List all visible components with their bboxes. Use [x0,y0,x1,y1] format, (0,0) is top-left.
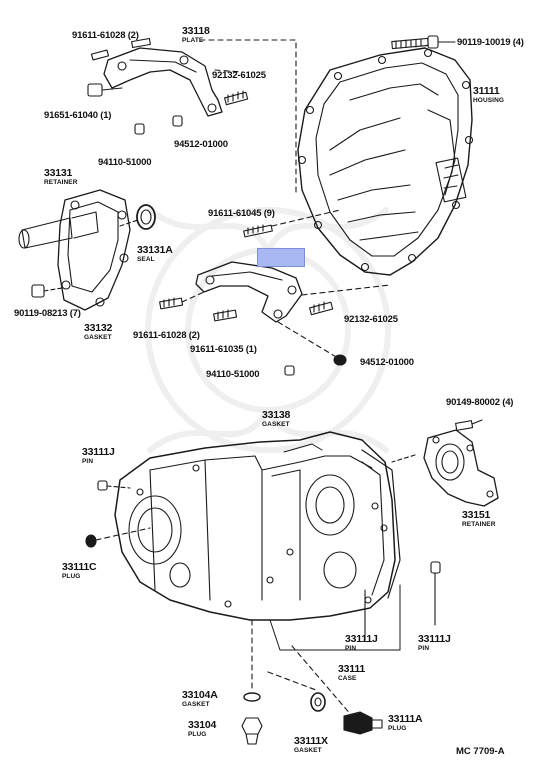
part-number-33104a: 33104A [182,689,218,701]
part-group-31111[interactable]: 31111 HOUSING [473,85,505,105]
part-number-33111j-mid: 33111J [345,633,378,645]
part-number-33131: 33131 [44,167,73,179]
part-number-33132: 33132 [84,322,113,334]
part-number-33111a: 33111A [388,713,423,725]
part-group-33104[interactable]: 33104 PLUG [188,719,217,739]
part-name-pin-right: PIN [418,645,430,653]
part-label-90149-80002[interactable]: 90149-80002 (4) [446,397,514,408]
part-name-gasket-33104a: GASKET [182,701,210,709]
part-label-94512-01000-top[interactable]: 94512-01000 [174,139,228,150]
part-group-33111j-mid[interactable]: 33111J PIN [345,633,378,653]
part-group-33111j-left[interactable]: 33111J PIN [82,446,115,466]
part-number-33111: 33111 [338,663,366,675]
part-label-92132-61025-top[interactable]: 92132-61025 [212,70,266,81]
part-name-gasket-33138: GASKET [262,421,290,429]
part-number-33111x: 33111X [294,735,328,747]
part-group-33111a[interactable]: 33111A PLUG [388,713,423,733]
bolt-90119-10019 [391,35,456,50]
part-group-33111c[interactable]: 33111C PLUG [62,561,97,581]
plate-33118-drawing [87,37,297,196]
part-group-33111x[interactable]: 33111X GASKET [294,735,328,755]
part-name-pin-mid: PIN [345,645,357,653]
part-name-housing: HOUSING [473,97,505,105]
part-number-33118: 33118 [182,25,210,37]
part-group-33111-case[interactable]: 33111 CASE [338,663,366,683]
part-name-case: CASE [338,675,357,683]
part-label-91611-61045[interactable]: 91611-61045 (9) [208,208,275,219]
part-group-33131[interactable]: 33131 RETAINER [44,167,78,187]
clutch-housing-drawing [297,47,474,276]
part-name-plug-33111c: PLUG [62,573,81,581]
part-label-91651-61040[interactable]: 91651-61040 (1) [44,110,112,121]
retainer-33131-drawing [18,189,156,311]
part-label-94110-51000-top[interactable]: 94110-51000 [98,157,152,168]
part-number-33131a: 33131A [137,244,173,256]
part-group-33132[interactable]: 33132 GASKET [84,322,113,342]
part-name-pin-left: PIN [82,458,94,466]
part-number-33138: 33138 [262,409,291,421]
part-name-retainer-right: RETAINER [462,521,496,529]
part-number-33104: 33104 [188,719,217,731]
transmission-case-drawing [85,431,441,651]
part-label-91611-61028-mid[interactable]: 91611-61028 (2) [133,330,200,341]
part-name-plug-33104: PLUG [188,731,207,739]
part-name-plug-33111a: PLUG [388,725,407,733]
part-name-gasket-33132: GASKET [84,334,112,342]
part-group-33111j-right[interactable]: 33111J PIN [418,633,451,653]
part-group-33131a[interactable]: 33131A SEAL [137,244,173,264]
part-group-33138[interactable]: 33138 GASKET [262,409,291,429]
part-name-retainer-left: RETAINER [44,179,78,187]
bottom-parts-drawing [241,619,383,745]
part-name-seal: SEAL [137,256,155,264]
part-group-33118[interactable]: 33118 PLATE [182,25,210,45]
part-label-91611-61028-top[interactable]: 91611-61028 (2) [72,30,139,41]
part-group-33151[interactable]: 33151 RETAINER [462,509,496,529]
part-label-94110-51000-mid[interactable]: 94110-51000 [206,369,260,380]
part-name-plate: PLATE [182,37,204,45]
part-label-91611-61035[interactable]: 91611-61035 (1) [190,344,257,355]
retainer-33151-drawing [391,419,499,507]
bolt-91611-61045 [243,209,341,238]
part-label-90119-08213[interactable]: 90119-08213 (7) [14,308,81,319]
part-number-33111j-right: 33111J [418,633,451,645]
diagram-reference-code: MC 7709-A [456,746,505,757]
part-number-33111j-left: 33111J [82,446,115,458]
selected-part-highlight[interactable] [257,248,305,267]
part-number-33151: 33151 [462,509,491,521]
bracket-drawing [159,261,391,376]
part-number-31111: 31111 [473,85,500,97]
part-number-33111c: 33111C [62,561,97,573]
part-label-92132-61025-mid[interactable]: 92132-61025 [344,314,398,325]
part-name-gasket-33111x: GASKET [294,747,322,755]
part-label-94512-01000-mid[interactable]: 94512-01000 [360,357,414,368]
part-group-33104a[interactable]: 33104A GASKET [182,689,218,709]
part-label-90119-10019[interactable]: 90119-10019 (4) [457,37,524,48]
